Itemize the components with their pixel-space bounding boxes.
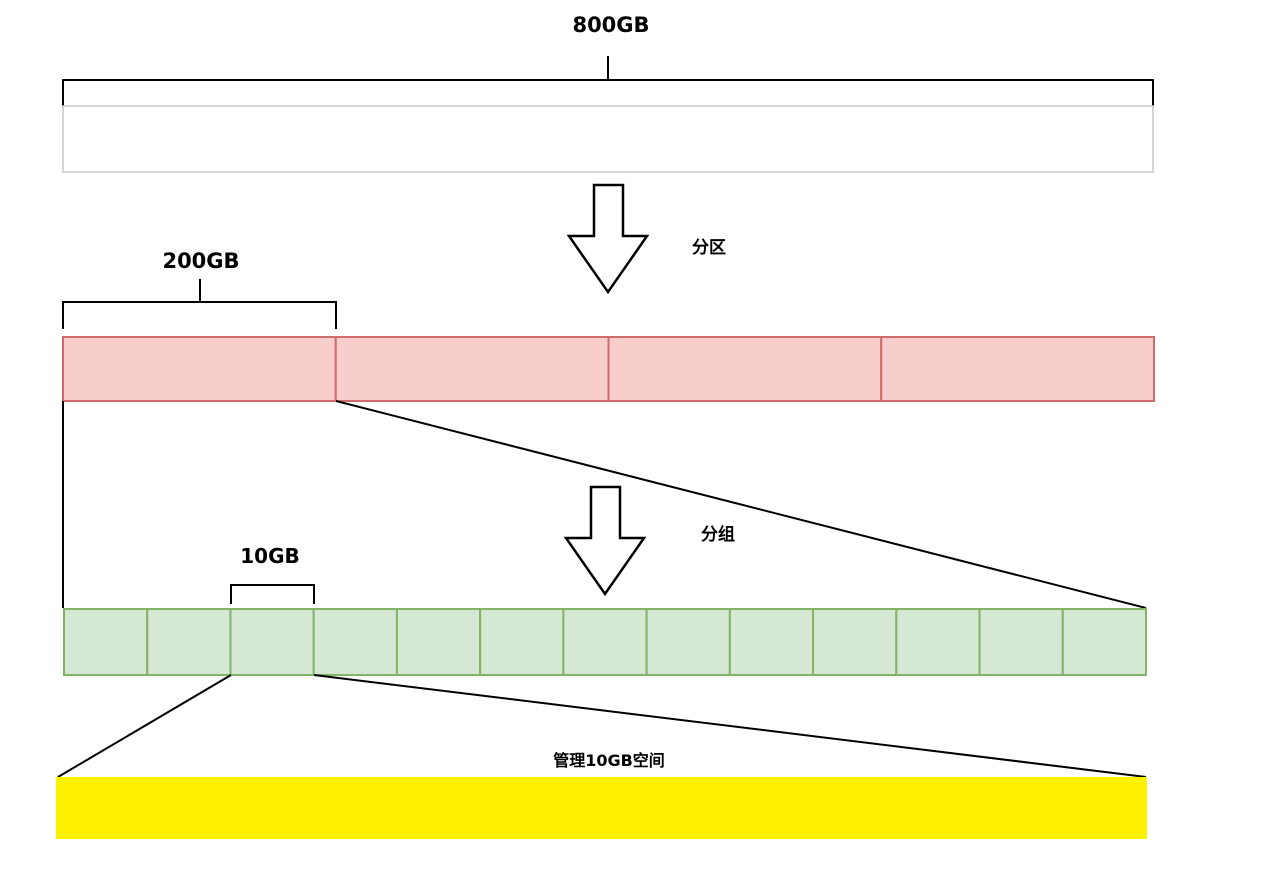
- partition-cell-2: [334, 336, 610, 402]
- partition-cell-1: [62, 336, 337, 402]
- group-cell-11: [895, 608, 981, 676]
- group-cell-13: [1061, 608, 1148, 676]
- group-cell-10: [812, 608, 898, 676]
- partition-action-label: 分区: [692, 238, 726, 258]
- group-action-label: 分组: [701, 524, 735, 545]
- group-arrow-icon: [563, 485, 647, 597]
- group-cell-4: [312, 608, 398, 676]
- partition-zoom-lines: [62, 400, 1147, 609]
- group-cell-12: [978, 608, 1064, 676]
- partition-cell-3: [607, 336, 883, 402]
- group-cell-7: [562, 608, 648, 676]
- managed-space-label: 管理10GB空间: [553, 751, 665, 770]
- group-cell-5: [395, 608, 482, 676]
- group-cell-1: [63, 608, 149, 676]
- group-cell-2: [146, 608, 232, 676]
- managed-space-bar: [56, 777, 1147, 839]
- group-cell-9: [728, 608, 815, 676]
- group-size-label: 10GB: [240, 544, 300, 568]
- disk-size-brace: [62, 56, 1154, 106]
- group-cell-6: [479, 608, 565, 676]
- group-cell-3: [229, 608, 315, 676]
- group-bar: [63, 608, 1148, 676]
- partition-arrow-icon: [566, 183, 650, 295]
- group-zoom-lines: [57, 674, 1147, 778]
- disk-size-label: 800GB: [572, 13, 649, 37]
- partition-size-brace: [62, 279, 337, 329]
- partition-size-label: 200GB: [162, 249, 239, 273]
- group-cell-8: [645, 608, 731, 676]
- group-size-brace: [230, 584, 315, 604]
- partition-cell-4: [880, 336, 1155, 402]
- disk-bar: [62, 105, 1154, 173]
- partition-bar: [62, 336, 1155, 402]
